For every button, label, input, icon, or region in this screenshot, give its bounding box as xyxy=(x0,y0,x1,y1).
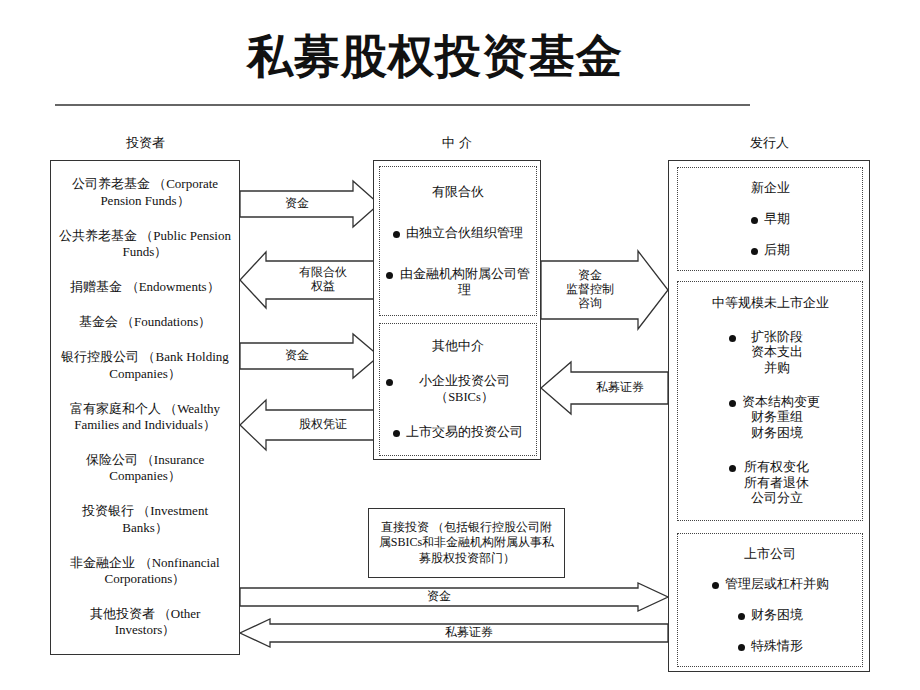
block-arrow xyxy=(240,334,379,378)
arrow-label: 有限合伙 权益 xyxy=(294,266,352,294)
bullet-item: 上市交易的投资公司 xyxy=(393,425,523,441)
block-arrow xyxy=(240,252,379,308)
bullet-dot xyxy=(712,582,719,589)
bullet-dot xyxy=(386,379,393,386)
bullet-item: 由金融机构附属公司管理 xyxy=(386,267,530,298)
diagram-box: 直接投资 （包括银行控股公司附属SBICs和非金融机构附属从事私募股权投资部门） xyxy=(368,508,565,578)
diagram-box: 其他中介小企业投资公司 （SBICs） 上市交易的投资公司 xyxy=(379,323,537,456)
diagram-box: 中 介有限合伙由独立合伙组织管理由金融机构附属公司管理其他中介小企业投资公司 （… xyxy=(373,160,541,460)
arrow-label: 资金 xyxy=(425,590,453,604)
bullet-dot xyxy=(738,613,745,620)
bullet-item: 扩张阶段 资本支出 并购 xyxy=(729,330,811,377)
arrow-label: 资金 xyxy=(283,349,311,363)
bullet-item: 所有权变化 所有者退休 公司分立 xyxy=(729,460,811,507)
block-arrow xyxy=(541,251,668,329)
investor-name: 保险公司 （Insurance Companies） xyxy=(59,452,231,485)
bullet-text: 后期 xyxy=(764,243,790,259)
block-arrow xyxy=(541,362,668,414)
column-heading: 发行人 xyxy=(669,135,869,151)
bullet-text: 财务困境 xyxy=(751,608,803,624)
bullet-dot xyxy=(386,272,393,279)
bullet-item: 由独立合伙组织管理 xyxy=(393,226,523,242)
bullet-dot xyxy=(393,430,400,437)
bullet-item: 特殊情形 xyxy=(738,639,803,655)
bullet-item: 资本结构变更 财务重组 财务困境 xyxy=(729,395,811,442)
bullet-dot xyxy=(729,400,736,407)
investor-name: 非金融企业 （Nonfinancial Corporations） xyxy=(59,555,231,588)
box-heading: 上市公司 xyxy=(744,546,796,562)
bullet-text: 资本结构变更 财务重组 财务困境 xyxy=(742,395,811,442)
block-arrow xyxy=(240,583,668,611)
bullet-text: 所有权变化 所有者退休 公司分立 xyxy=(742,460,811,507)
investor-name: 投资银行 （Investment Banks） xyxy=(59,503,231,536)
arrow-label: 资金 xyxy=(283,197,311,211)
investor-name: 公司养老基金 （Corporate Pension Funds） xyxy=(59,176,231,209)
bullet-dot xyxy=(729,335,736,342)
box-heading: 中等规模未上市企业 xyxy=(712,295,829,311)
bullet-text: 扩张阶段 资本支出 并购 xyxy=(742,330,811,377)
bullet-text: 小企业投资公司 （SBICs） xyxy=(399,374,530,405)
diagram-box: 有限合伙由独立合伙组织管理由金融机构附属公司管理 xyxy=(379,166,537,316)
bullet-dot xyxy=(393,231,400,238)
arrow-label: 私募证券 xyxy=(443,626,495,640)
column-heading: 中 介 xyxy=(374,135,540,151)
investor-name: 富有家庭和个人 （Wealthy Families and Individual… xyxy=(59,401,231,434)
bullet-text: 上市交易的投资公司 xyxy=(406,425,523,441)
investor-name: 公共养老基金 （Public Pension Funds） xyxy=(59,228,231,261)
bullet-text: 早期 xyxy=(764,212,790,228)
diagram-box: 新企业早期后期 xyxy=(677,167,863,271)
bullet-text: 由独立合伙组织管理 xyxy=(406,226,523,242)
investor-name: 捐赠基金 （Endowments） xyxy=(70,279,219,295)
block-arrow xyxy=(240,400,379,450)
bullet-text: 管理层或杠杆并购 xyxy=(725,577,829,593)
investor-name: 基金会 （Foundations） xyxy=(79,314,212,330)
diagram-box: 上市公司管理层或杠杆并购财务困境特殊情形 xyxy=(677,533,863,667)
diagram-box: 发行人新企业早期后期中等规模未上市企业扩张阶段 资本支出 并购资本结构变更 财务… xyxy=(668,160,870,672)
arrow-label: 私募证券 xyxy=(594,381,646,395)
block-arrow xyxy=(240,181,379,227)
arrow-label: 股权凭证 xyxy=(297,418,349,432)
diagram-box: 投资者公司养老基金 （Corporate Pension Funds）公共养老基… xyxy=(50,160,240,655)
bullet-item: 财务困境 xyxy=(738,608,803,624)
investor-name: 银行控股公司 （Bank Holding Companies） xyxy=(59,349,231,382)
column-heading: 投资者 xyxy=(51,135,239,151)
box-heading: 新企业 xyxy=(751,180,790,196)
bullet-dot xyxy=(729,465,736,472)
title-rule xyxy=(55,104,750,106)
bullet-text: 特殊情形 xyxy=(751,639,803,655)
arrow-label: 资金 监督控制 咨询 xyxy=(561,269,619,310)
block-arrow xyxy=(240,619,668,647)
bullet-item: 管理层或杠杆并购 xyxy=(712,577,829,593)
box-text: 直接投资 （包括银行控股公司附属SBICs和非金融机构附属从事私募股权投资部门） xyxy=(377,520,556,567)
bullet-item: 早期 xyxy=(751,212,790,228)
bullet-item: 后期 xyxy=(751,243,790,259)
investor-name: 其他投资者 （Other Investors） xyxy=(59,606,231,639)
page-title: 私募股权投资基金 xyxy=(150,26,720,88)
box-heading: 有限合伙 xyxy=(432,184,484,200)
bullet-dot xyxy=(738,644,745,651)
bullet-dot xyxy=(751,217,758,224)
bullet-text: 由金融机构附属公司管理 xyxy=(399,267,530,298)
diagram-box: 中等规模未上市企业扩张阶段 资本支出 并购资本结构变更 财务重组 财务困境所有权… xyxy=(677,281,863,521)
bullet-dot xyxy=(751,248,758,255)
box-heading: 其他中介 xyxy=(432,338,484,354)
bullet-item: 小企业投资公司 （SBICs） xyxy=(386,374,530,405)
